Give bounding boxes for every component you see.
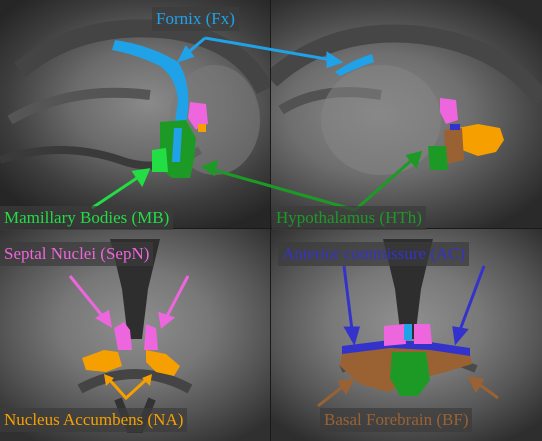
septal-region-top-left	[188, 102, 208, 130]
hypothalamus-label: Hypothalamus (HTh)	[272, 206, 426, 230]
commissure-region-top-right	[450, 124, 460, 130]
accumbens-arrowheads	[104, 374, 152, 386]
mri-sagittal-right-anatomy	[271, 24, 542, 175]
septal-region-bottom-left-a	[114, 322, 132, 350]
mamillary-label: Mamillary Bodies (MB)	[0, 206, 174, 230]
commissure-region-bottom-right	[342, 340, 470, 356]
accumbens-region-top-right	[458, 124, 504, 156]
fornix-arrows	[177, 36, 344, 69]
accumbens-region-top-left	[198, 124, 206, 132]
mri-sagittal-right-panel	[271, 0, 542, 228]
nucleus-accumbens-label: Nucleus Accumbens (NA)	[0, 408, 188, 432]
accumbens-region-bottom-left-b	[146, 350, 180, 376]
fornix-region-bottom-right	[404, 324, 412, 340]
mri-sagittal-left-panel	[0, 0, 270, 228]
commissure-arrows	[342, 265, 486, 346]
septal-label: Septal Nuclei (SepN)	[0, 242, 154, 266]
mamillary-region	[152, 148, 168, 172]
fornix-descending	[172, 128, 182, 162]
hypothalamus-arrows	[200, 150, 423, 212]
septal-arrows	[68, 275, 190, 329]
anterior-commissure-label: Anterior commissure (AC)	[278, 242, 470, 266]
septal-region-bottom-left-b	[144, 324, 158, 350]
hypothalamus-region-bottom-right	[390, 352, 430, 396]
fornix-region-right	[335, 54, 374, 76]
hypothalamus-region-top-right	[428, 146, 448, 170]
accumbens-arrows	[106, 376, 150, 401]
fornix-label: Fornix (Fx)	[152, 7, 239, 31]
fornix-region-left	[112, 40, 189, 162]
basal-forebrain-arrows	[317, 376, 499, 408]
septal-region-bottom-right	[384, 324, 432, 346]
mamillary-arrow	[91, 168, 151, 210]
basal-forebrain-label: Basal Forebrain (BF)	[320, 408, 473, 432]
septal-region-top-right	[440, 98, 458, 124]
accumbens-region-bottom-left-a	[82, 350, 122, 372]
basal-forebrain-region-top-right	[444, 128, 464, 164]
